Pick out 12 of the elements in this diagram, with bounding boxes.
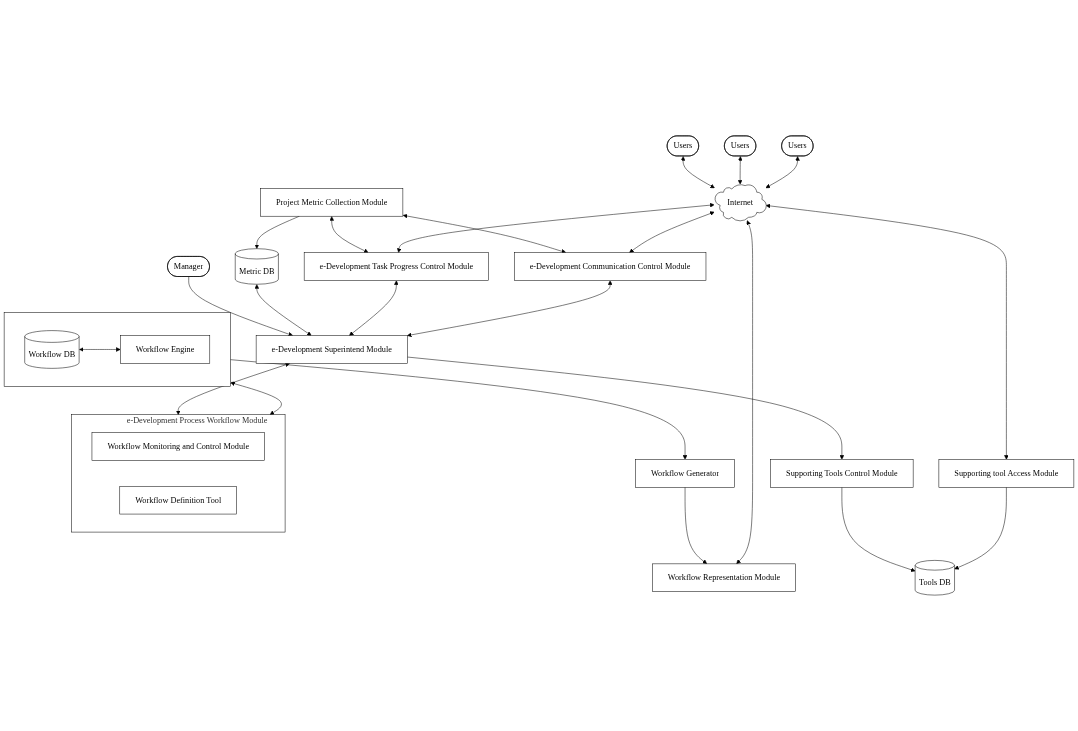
node-box: Workflow Generator [635, 459, 735, 488]
node-box: Workflow Monitoring and Control Module [91, 432, 265, 461]
node-box: Workflow Engine [120, 335, 211, 364]
cluster [3, 312, 231, 387]
node-box: e-Development Task Progress Control Module [303, 252, 489, 281]
node-box: Workflow Representation Module [652, 563, 796, 592]
node-box: Supporting Tools Control Module [770, 459, 914, 488]
node-box: e-Development Communication Control Module [514, 252, 707, 281]
node-box: Workflow Definition Tool [119, 486, 237, 515]
node-box: e-Development Superintend Module [255, 335, 408, 364]
node-box: Project Metric Collection Module [260, 188, 404, 217]
node-box: Supporting tool Access Module [938, 459, 1075, 488]
